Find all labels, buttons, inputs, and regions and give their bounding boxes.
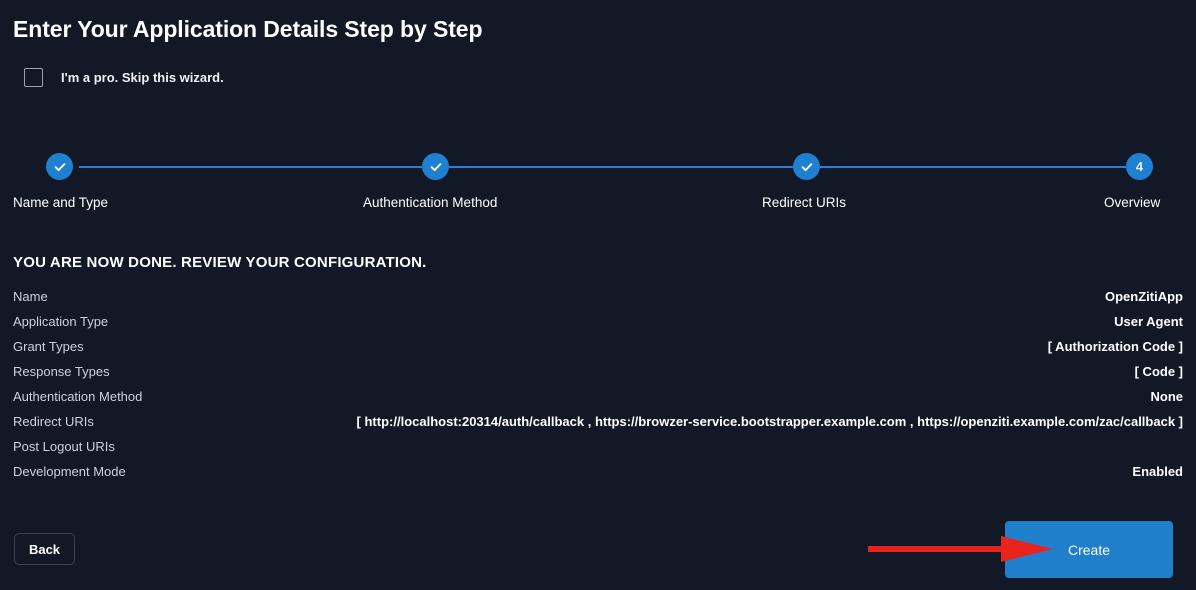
skip-wizard-label: I'm a pro. Skip this wizard. [61,70,224,85]
stepper-node-4-number: 4 [1135,159,1144,174]
stepper-track: 4 Name and Type Authentication Method Re… [0,140,1196,210]
summary-value: None [1150,389,1184,404]
summary-row-response-types: Response Types [ Code ] [13,364,1183,389]
wizard-stepper: 4 Name and Type Authentication Method Re… [0,140,1196,220]
summary-key: Grant Types [13,339,84,354]
page-title: Enter Your Application Details Step by S… [13,16,483,42]
summary-key: Response Types [13,364,110,379]
stepper-node-1[interactable] [46,153,73,180]
check-icon [53,160,67,174]
summary-key: Post Logout URIs [13,439,115,454]
summary-value: Enabled [1132,464,1183,479]
configuration-summary: Name OpenZitiApp Application Type User A… [13,289,1183,489]
summary-row-grant-types: Grant Types [ Authorization Code ] [13,339,1183,364]
stepper-node-4[interactable]: 4 [1126,153,1153,180]
summary-key: Name [13,289,48,304]
summary-value: User Agent [1114,314,1183,329]
summary-row-name: Name OpenZitiApp [13,289,1183,314]
stepper-connector-3 [820,166,1126,168]
back-button[interactable]: Back [14,533,75,565]
stepper-label-authentication-method[interactable]: Authentication Method [363,195,498,210]
summary-row-post-logout-uris: Post Logout URIs [13,439,1183,464]
skip-wizard-checkbox[interactable] [24,68,43,87]
summary-key: Authentication Method [13,389,143,404]
stepper-label-overview[interactable]: Overview [1104,195,1161,210]
stepper-node-3[interactable] [793,153,820,180]
summary-row-application-type: Application Type User Agent [13,314,1183,339]
stepper-connector-1 [79,166,422,168]
summary-key: Redirect URIs [13,414,94,429]
summary-value: [ Code ] [1134,364,1183,379]
stepper-label-redirect-uris[interactable]: Redirect URIs [762,195,847,210]
check-icon [429,160,443,174]
summary-value: [ Authorization Code ] [1047,339,1183,354]
skip-wizard-row: I'm a pro. Skip this wizard. [24,68,224,87]
summary-row-authentication-method: Authentication Method None [13,389,1183,414]
stepper-node-2[interactable] [422,153,449,180]
summary-row-development-mode: Development Mode Enabled [13,464,1183,489]
summary-row-redirect-uris: Redirect URIs [ http://localhost:20314/a… [13,414,1183,439]
create-button[interactable]: Create [1005,521,1173,578]
check-icon [800,160,814,174]
stepper-connector-2 [449,166,793,168]
review-heading: YOU ARE NOW DONE. REVIEW YOUR CONFIGURAT… [13,254,427,271]
stepper-label-name-and-type[interactable]: Name and Type [13,195,109,210]
summary-value: OpenZitiApp [1105,289,1183,304]
summary-value: [ http://localhost:20314/auth/callback ,… [356,414,1183,429]
summary-key: Development Mode [13,464,126,479]
summary-key: Application Type [13,314,109,329]
